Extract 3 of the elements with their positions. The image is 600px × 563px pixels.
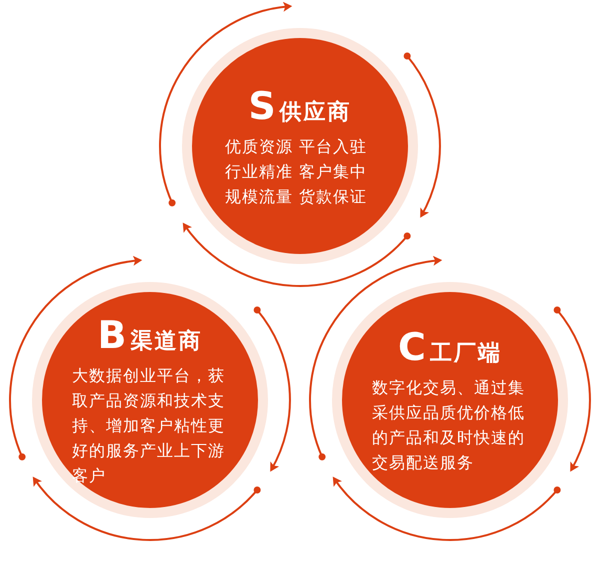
- node-description: 数字化交易、通过集采供应品质优价格低的产品和及时快速的交易配送服务: [372, 377, 526, 474]
- node-description: 大数据创业平台，获取产品资源和技术支持、增加客户粘性更好的服务产业上下游客户: [72, 364, 226, 486]
- node-description: 优质资源 平台入驻行业精准 客户集中规模流量 货款保证: [225, 136, 368, 208]
